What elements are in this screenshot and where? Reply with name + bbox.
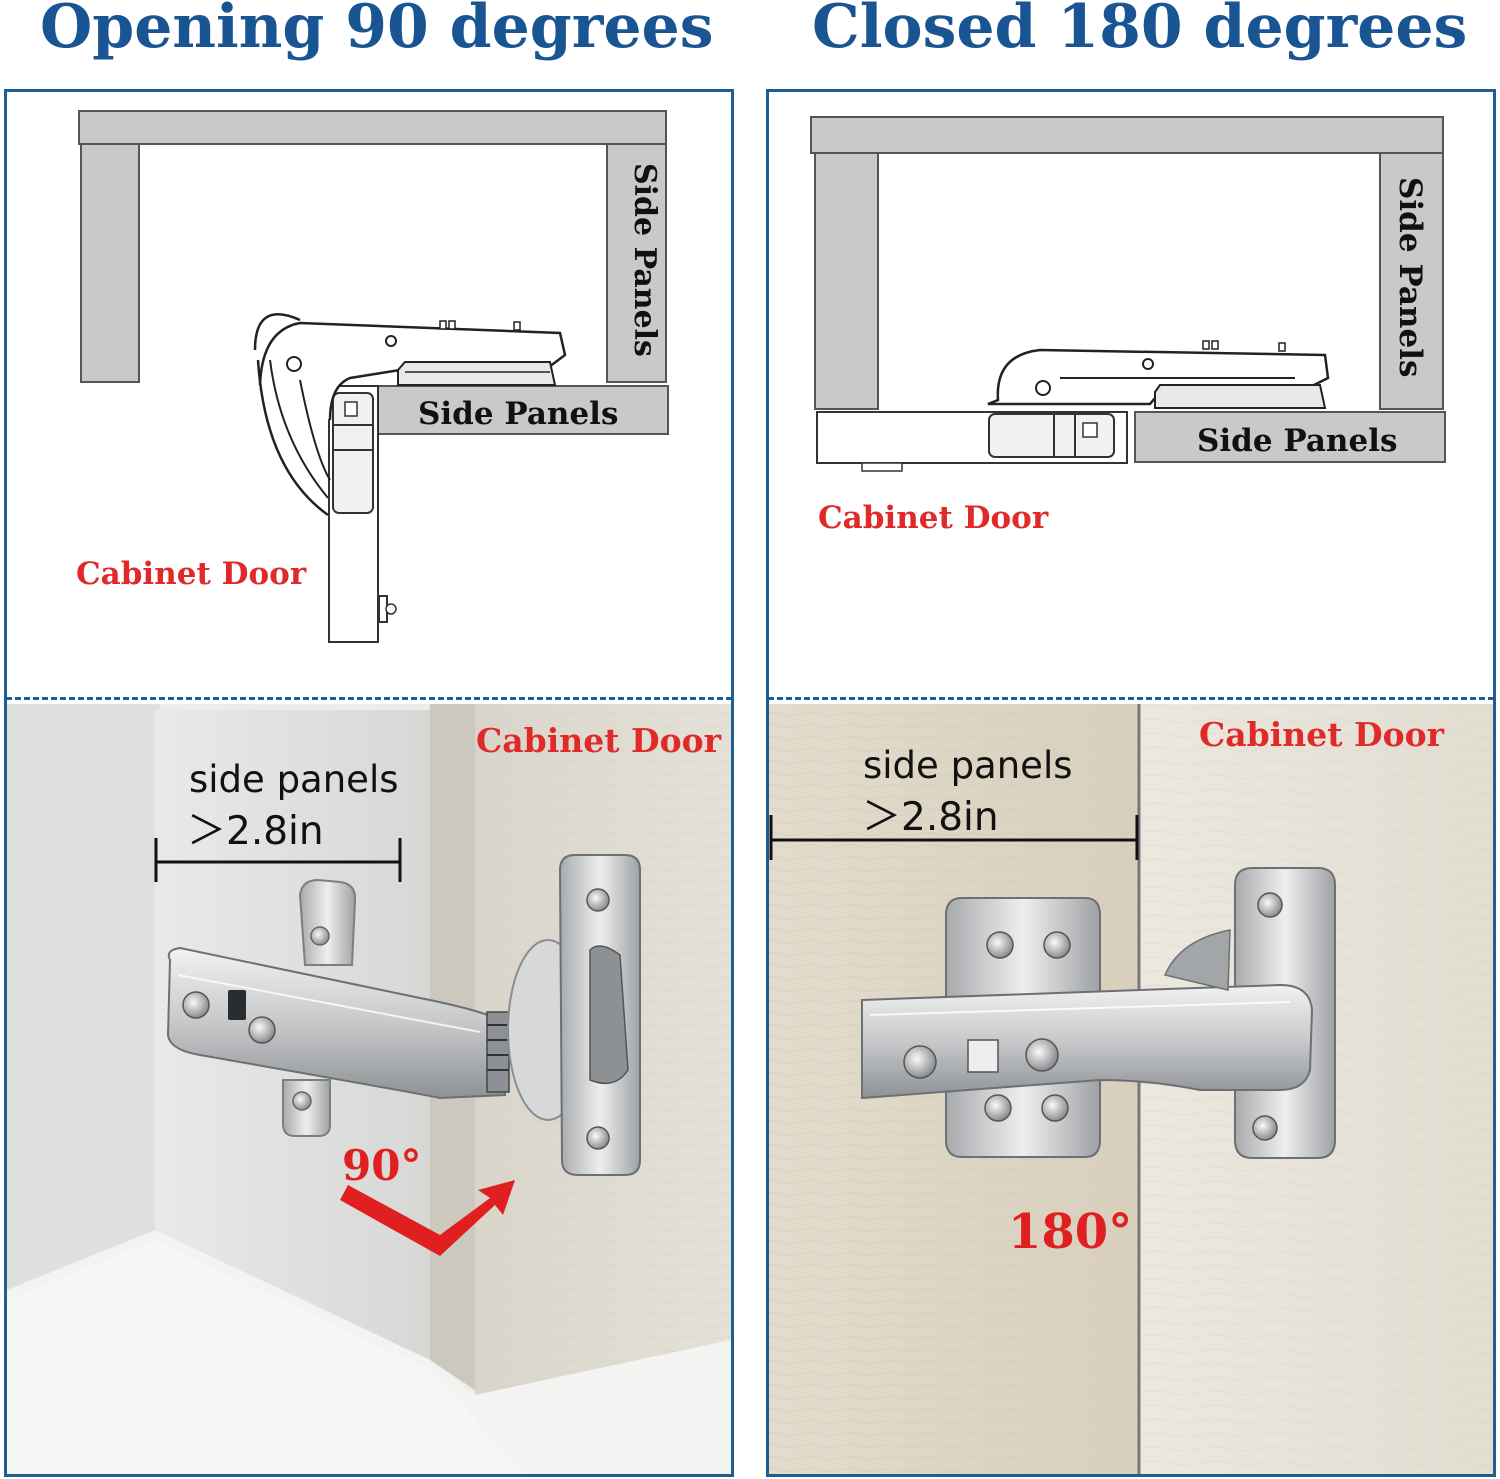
right-side-panel-vertical-label: Side Panels <box>1392 177 1428 377</box>
right-photo: side panels ＞2.8in Cabinet Door 180° <box>769 704 1493 1474</box>
left-side-panel-vertical-label: Side Panels <box>627 163 662 357</box>
right-cabinet-door-label: Cabinet Door <box>818 500 1049 536</box>
left-side-panel-horizontal-label: Side Panels <box>418 396 618 432</box>
title-opening: Opening 90 degrees <box>40 0 714 62</box>
right-measure-label: side panels <box>863 744 1073 787</box>
left-measure-value: ＞2.8in <box>187 809 324 854</box>
right-diagram: Side Panels Side Panels Cabinet Door <box>810 116 1446 536</box>
right-side-panel-horizontal-label: Side Panels <box>1197 423 1397 459</box>
right-photo-cabinet-door-label: Cabinet Door <box>1199 715 1445 754</box>
right-measure-value: ＞2.8in <box>862 795 999 840</box>
title-closed: Closed 180 degrees <box>812 0 1468 62</box>
left-photo-cabinet-door-label: Cabinet Door <box>476 721 722 760</box>
right-angle-label: 180° <box>1008 1204 1132 1260</box>
left-angle-label: 90° <box>342 1141 421 1190</box>
left-measure-label: side panels <box>189 758 399 801</box>
left-divider <box>6 697 732 700</box>
right-panel-frame <box>766 89 1496 1477</box>
left-diagram: Side Panels Side Panels Cabinet Door <box>76 110 669 643</box>
right-divider <box>768 697 1494 700</box>
left-cabinet-door-label: Cabinet Door <box>76 556 307 592</box>
left-photo: side panels ＞2.8in Cabinet Door 90° <box>7 704 731 1474</box>
left-panel-frame <box>4 89 734 1477</box>
